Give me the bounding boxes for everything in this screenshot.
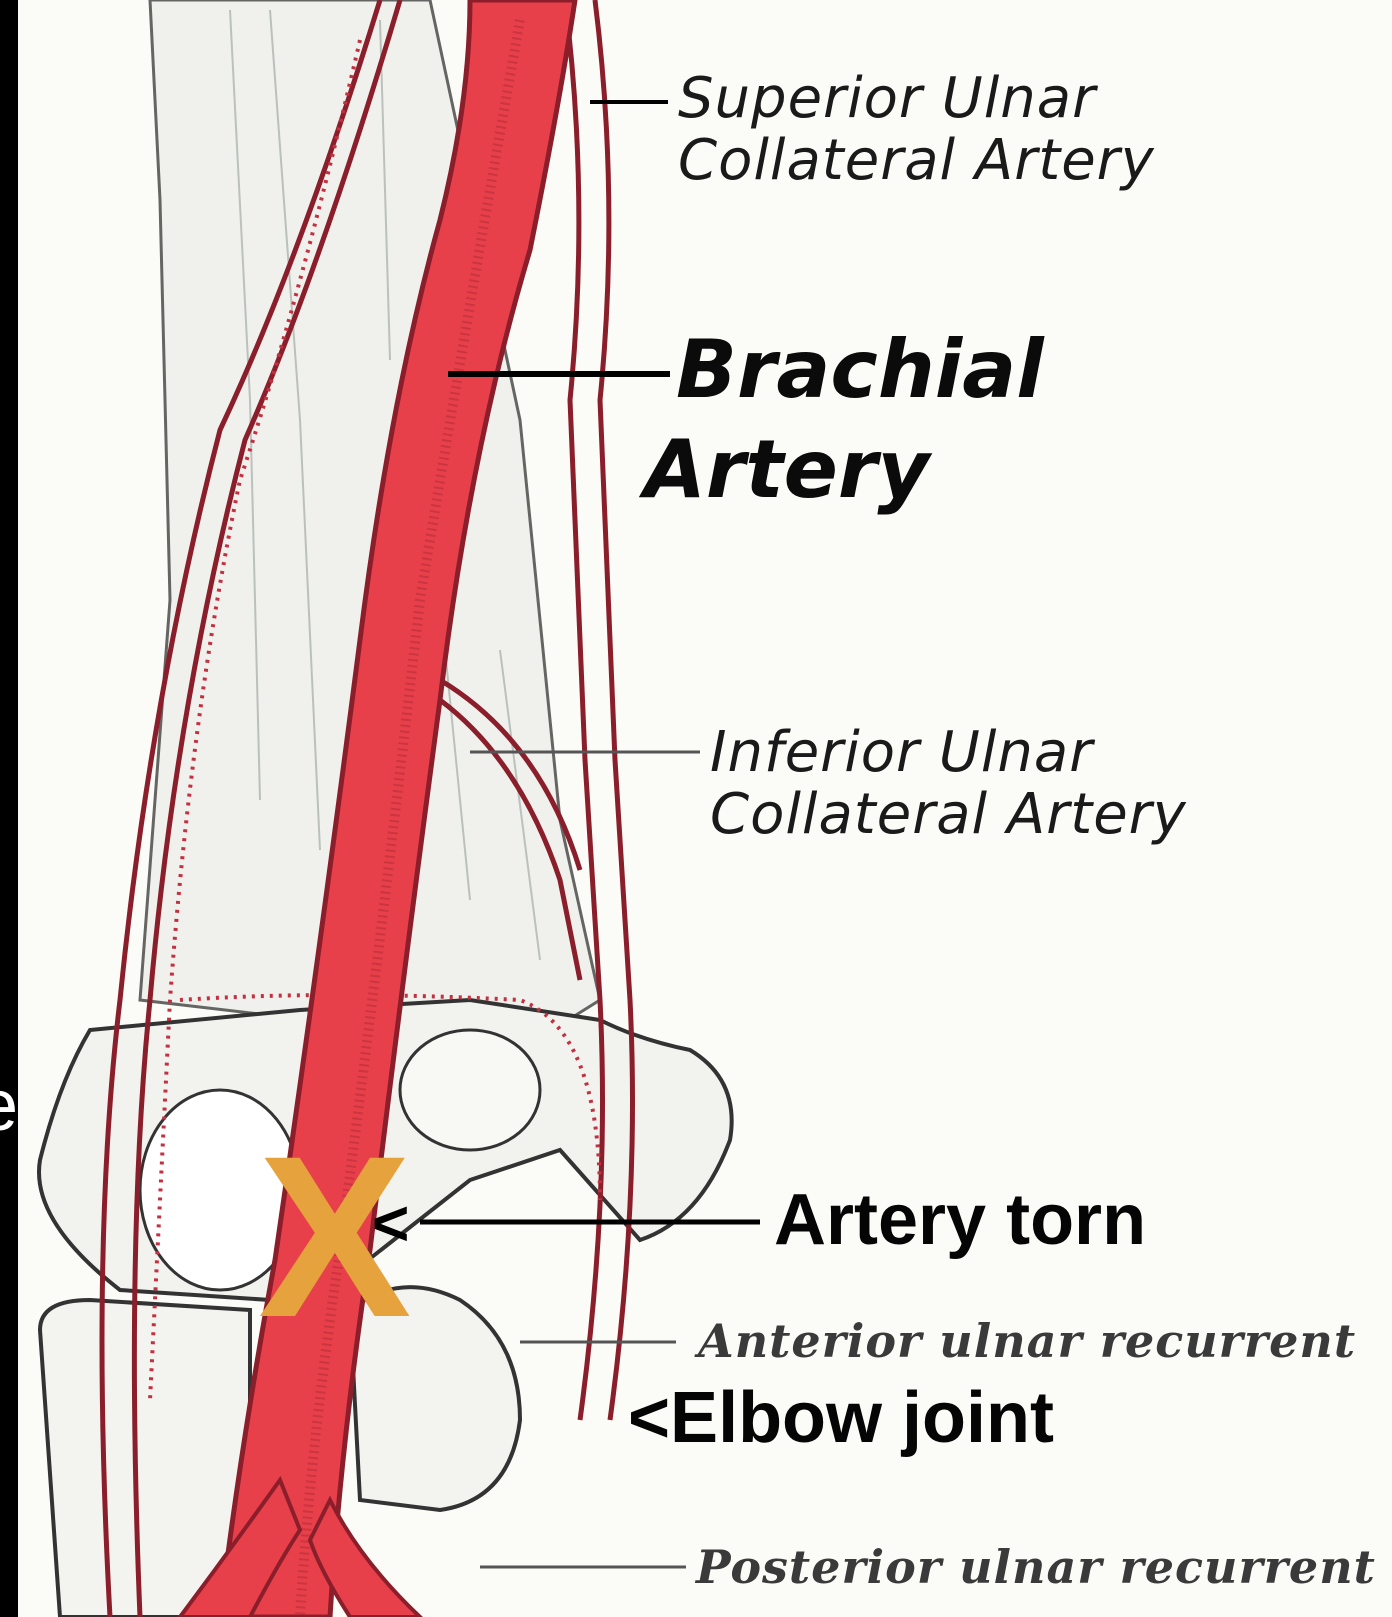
label-posterior-ulnar-recurrent: Posterior ulnar recurrent [696,1540,1376,1594]
label-line: Superior Ulnar [678,68,1155,130]
label-elbow-joint: <Elbow joint [628,1378,1054,1458]
tear-marker-x: X [258,1122,411,1352]
label-line: Collateral Artery [678,130,1155,192]
label-anterior-ulnar-recurrent: Anterior ulnar recurrent [698,1314,1356,1368]
trochlea [400,1030,540,1150]
label-line: Inferior Ulnar [710,722,1187,784]
label-line: Brachial [676,320,1044,420]
label-brachial-artery: Brachial Artery [676,320,1044,520]
label-line: Collateral Artery [710,784,1187,846]
label-artery-torn: Artery torn [774,1180,1146,1260]
edge-fragment-text: e [0,1070,18,1142]
label-inferior-ulnar-collateral: Inferior Ulnar Collateral Artery [710,722,1187,846]
label-superior-ulnar-collateral: Superior Ulnar Collateral Artery [678,68,1155,192]
label-line: Artery [644,420,1044,520]
